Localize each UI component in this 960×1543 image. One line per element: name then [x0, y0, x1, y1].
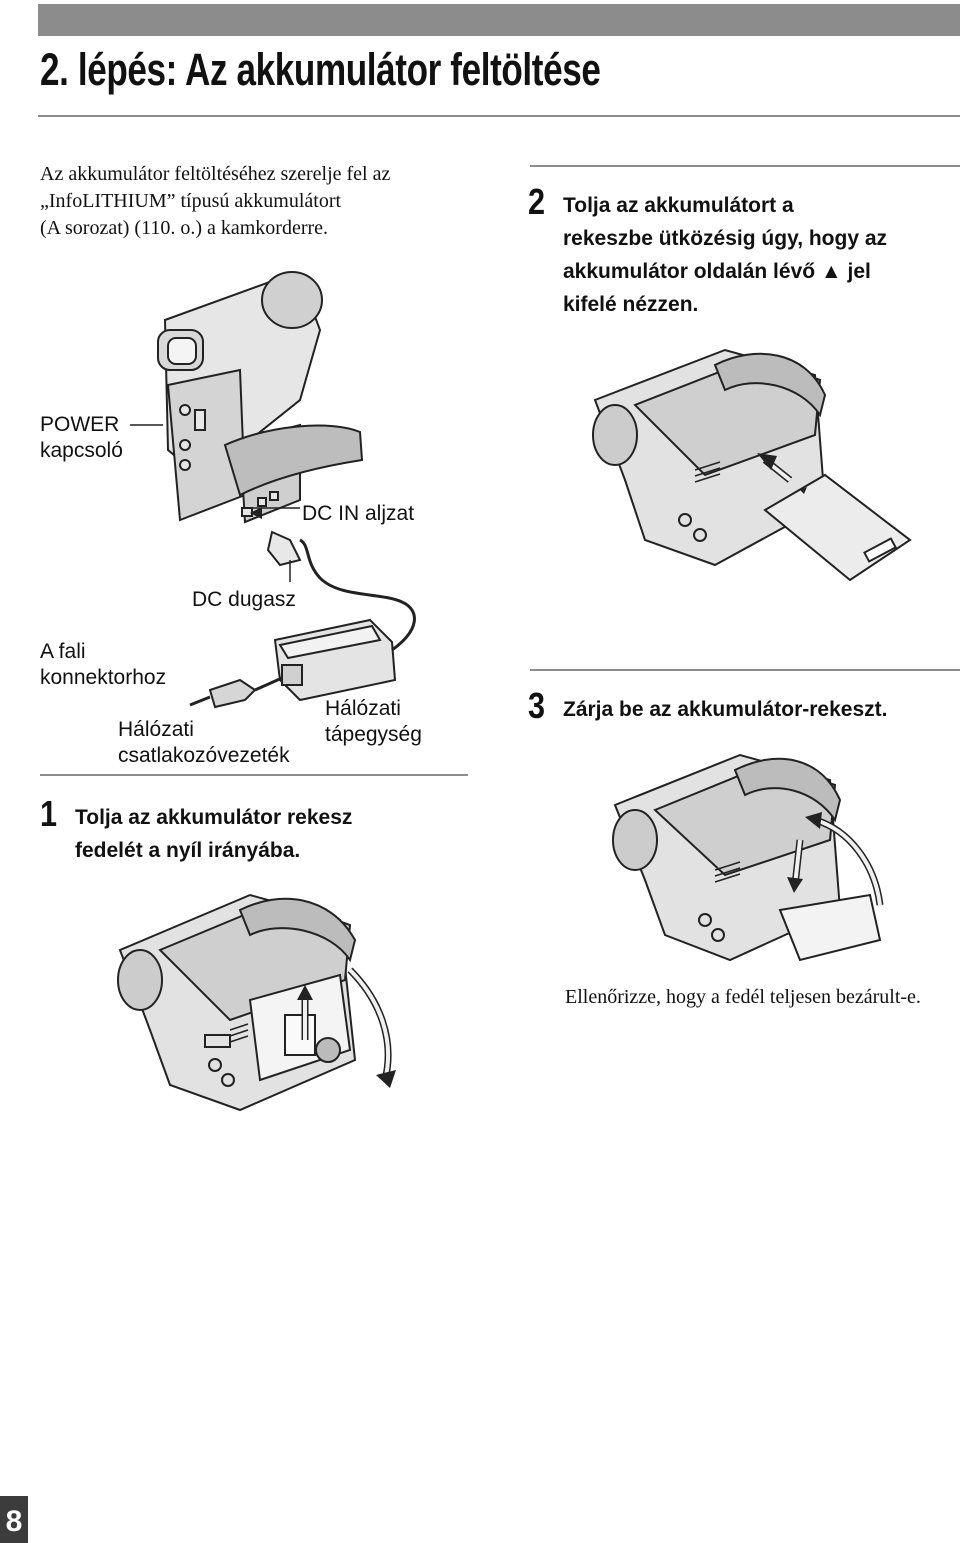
insert-battery-illustration [592, 348, 912, 582]
intro-line: „InfoLITHIUM” típusú akkumulátort [40, 190, 342, 212]
close-battery-cover-illustration [612, 753, 884, 962]
dc-in-jack-label: DC IN aljzat [302, 502, 415, 525]
wall-outlet-label: A fali konnektorhoz [40, 640, 167, 689]
section-rule-left [40, 774, 468, 776]
ac-adaptor-label: Hálózati tápegység [325, 697, 422, 746]
page-number-box [0, 1496, 28, 1543]
intro-line: (A sorozat) (110. o.) a kamkorderre. [40, 217, 329, 239]
step-1: 1 Tolja az akkumulátor rekesz fedelét a … [40, 796, 460, 871]
step-2: 2 Tolja az akkumulátort a rekeszbe ütköz… [528, 184, 958, 329]
dc-plug-label: DC dugasz [192, 588, 296, 611]
step-line: rekeszbe ütközésig úgy, hogy az [563, 227, 888, 250]
step-3: 3 Zárja be az akkumulátor-rekeszt. [528, 688, 958, 733]
step-line: Zárja be az akkumulátor-rekeszt. [563, 698, 888, 721]
intro-text: Az akkumulátor feltöltéséhez szerelje fe… [40, 161, 450, 242]
camcorder-ac-adaptor-illustration [130, 271, 416, 709]
step-number: 3 [528, 685, 546, 726]
section-rule-right-mid [530, 669, 960, 671]
header-rule [38, 115, 960, 117]
intro-line: Az akkumulátor feltöltéséhez szerelje fe… [40, 163, 391, 185]
header-bar [38, 4, 960, 36]
page-number: 8 [5, 1505, 23, 1538]
check-note: Ellenőrizze, hogy a fedél teljesen bezár… [565, 986, 921, 1008]
step-number: 1 [40, 793, 58, 834]
power-cord-label: Hálózati csatlakozóvezeték [118, 718, 290, 767]
step-line: Tolja az akkumulátort a [563, 194, 794, 217]
step-number: 2 [528, 181, 546, 222]
section-rule-right-top [530, 165, 960, 167]
step-line: fedelét a nyíl irányába. [75, 839, 301, 862]
page-title: 2. lépés: Az akkumulátor feltöltése [40, 44, 601, 95]
open-battery-cover-illustration [117, 893, 396, 1112]
step-line: Tolja az akkumulátor rekesz [75, 806, 353, 829]
power-switch-label: POWER kapcsoló [40, 413, 123, 462]
step-line: akkumulátor oldalán lévő ▲ jel [563, 260, 871, 283]
step-line: kifelé nézzen. [563, 293, 699, 316]
